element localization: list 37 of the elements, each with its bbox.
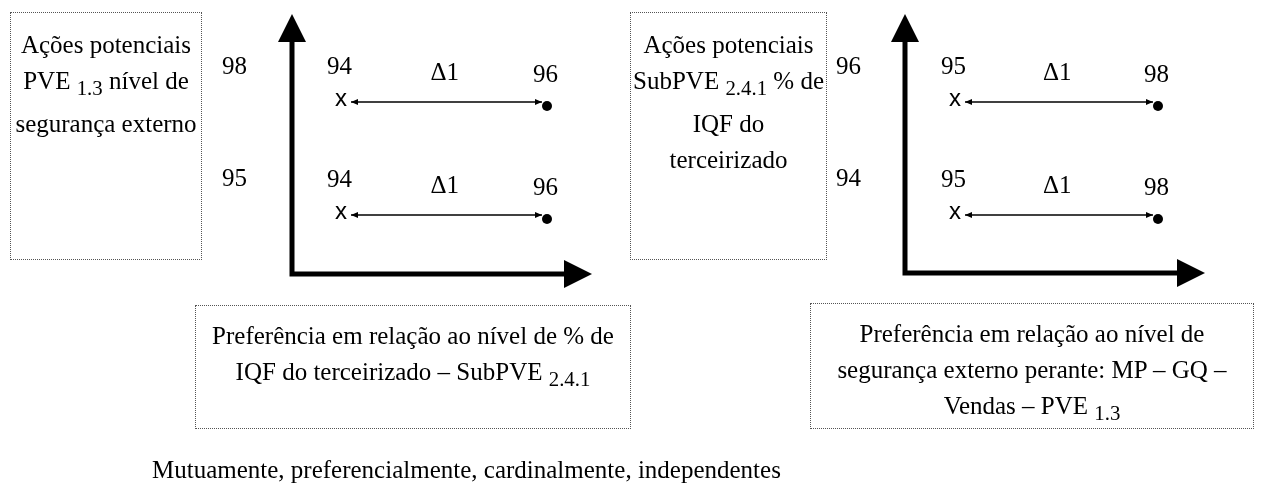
cross-mark: x	[945, 87, 965, 109]
box-text: Ações potenciais SubPVE $_{2.4.1}$ % de IQF do terceirizado	[632, 30, 825, 175]
double-arrow	[350, 99, 543, 105]
dot	[1153, 214, 1163, 224]
box-text: Preferência em relação ao nível de % de IQF do terceirizado – SubPVE $_{2.4.1}$	[211, 321, 615, 393]
point-value: 96	[533, 173, 558, 201]
caption: Mutuamente, preferencialmente, cardinalmente, independentes	[152, 455, 781, 485]
point-value: 98	[1144, 60, 1169, 88]
cross-mark: x	[331, 87, 351, 109]
point-value: 98	[1144, 173, 1169, 201]
text-box	[195, 305, 631, 429]
axis-value: 95	[222, 164, 247, 192]
dot	[1153, 101, 1163, 111]
axis-value: 94	[836, 164, 861, 192]
edge-label: Δ1	[1043, 58, 1072, 86]
text-box	[810, 303, 1254, 429]
text-box	[10, 12, 202, 260]
axis-value: 98	[222, 52, 247, 80]
edge-label: Δ1	[430, 58, 460, 86]
edge-label: Δ1	[1043, 171, 1072, 199]
box-text: Preferência em relação ao nível de segurança externo perante: MP – GQ – Vendas – PVE $_{1.3}$	[836, 319, 1228, 427]
text-box	[630, 12, 827, 260]
point-value: 94	[327, 165, 352, 193]
double-arrow	[350, 212, 543, 218]
axis-value: 96	[836, 52, 861, 80]
box-text: Ações potenciais PVE $_{1.3}$ nível de segurança externo	[14, 30, 198, 139]
dot	[542, 214, 552, 224]
point-value: 96	[533, 60, 558, 88]
double-arrow	[964, 99, 1154, 105]
point-value: 94	[327, 52, 352, 80]
point-value: 95	[941, 52, 966, 80]
point-value: 95	[941, 165, 966, 193]
dot	[542, 101, 552, 111]
cross-mark: x	[331, 200, 351, 222]
edge-label: Δ1	[430, 171, 460, 199]
double-arrow	[964, 212, 1154, 218]
cross-mark: x	[945, 200, 965, 222]
